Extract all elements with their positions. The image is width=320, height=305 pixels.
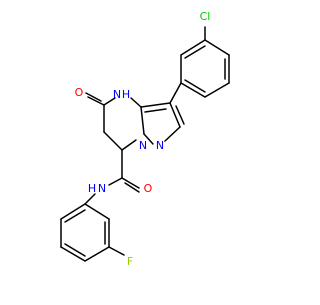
molecule-drawing: Cl N H O N N N H O F	[60, 10, 230, 268]
bond	[169, 82, 182, 104]
bond	[64, 243, 86, 257]
bond	[143, 133, 154, 145]
bond	[60, 203, 86, 220]
bond	[103, 131, 123, 151]
bond	[84, 193, 96, 205]
bond	[180, 39, 206, 56]
amide-oxygen-label: O	[144, 182, 153, 195]
bond	[144, 108, 167, 113]
bond	[60, 246, 86, 262]
nh-nitrogen-label: N	[113, 88, 121, 101]
bond	[140, 102, 171, 108]
bond	[108, 246, 125, 256]
bond	[184, 45, 206, 59]
bond	[84, 246, 110, 262]
bond	[121, 177, 140, 189]
bond	[140, 106, 145, 135]
bond	[175, 105, 185, 125]
nh-hydrogen-label: H	[122, 88, 130, 101]
ketone-oxygen-label: O	[75, 86, 84, 99]
amide-nitrogen-label: N	[98, 182, 106, 195]
bond	[64, 209, 86, 223]
bond	[164, 126, 181, 142]
bond	[103, 97, 116, 106]
fluorine-label: F	[127, 255, 133, 268]
pyrazole-nitrogen-label: N	[156, 139, 164, 152]
bond	[169, 102, 181, 128]
bridge-nitrogen-label: N	[139, 139, 147, 152]
bond	[84, 203, 110, 220]
bond	[204, 82, 230, 98]
bond	[130, 97, 142, 108]
amide-hydrogen-label: H	[88, 182, 96, 195]
bond	[121, 139, 137, 151]
atom-labels: Cl N H O N N N H O F	[75, 10, 211, 268]
bond	[184, 79, 206, 93]
bond	[124, 182, 140, 193]
bonds	[60, 26, 230, 262]
bond	[87, 96, 105, 106]
chlorine-label: Cl	[200, 10, 211, 23]
bond	[204, 39, 230, 56]
bond	[180, 82, 206, 98]
bond	[108, 177, 123, 186]
structure-canvas: Cl N H O N N N H O F	[60, 10, 230, 268]
bond	[85, 92, 102, 102]
